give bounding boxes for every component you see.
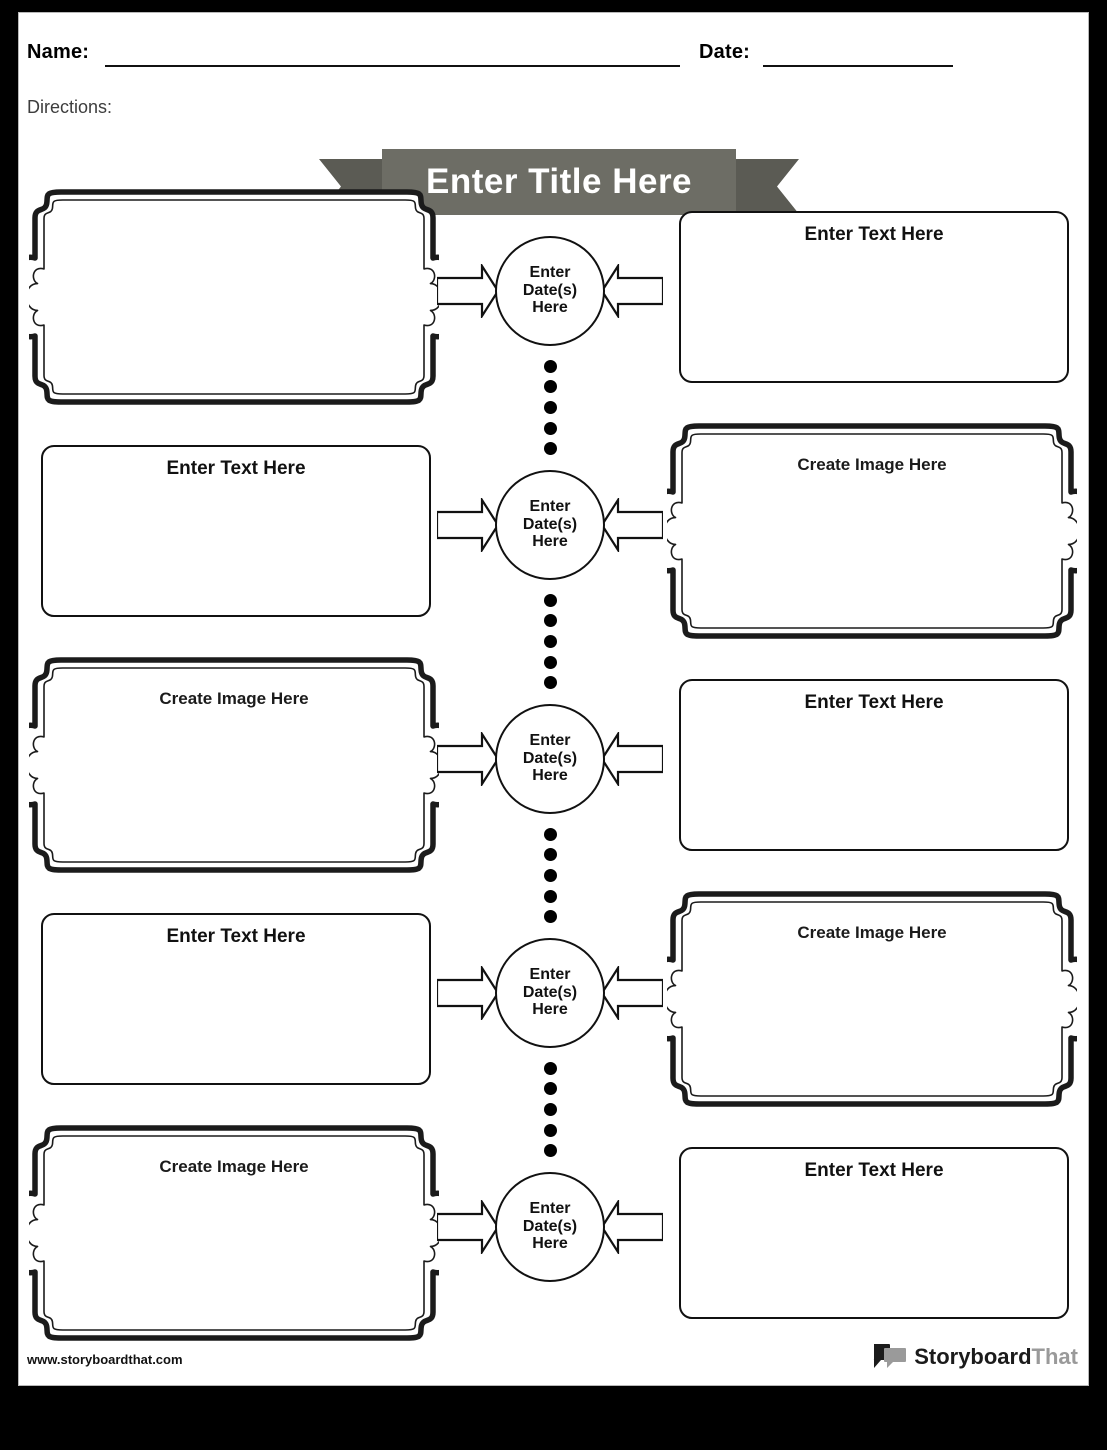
box-label: Create Image Here <box>159 1157 309 1177</box>
box-label: Enter Text Here <box>166 925 306 947</box>
arrow-left-row-1 <box>601 263 663 318</box>
timeline-dot <box>543 442 557 456</box>
timeline-dot <box>543 401 557 414</box>
timeline-dot <box>543 848 557 862</box>
timeline-dot <box>543 889 557 903</box>
arrow-left-row-5 <box>601 1199 663 1254</box>
storyboardthat-logo: StoryboardThat <box>873 1343 1078 1371</box>
date-circle-line: Enter <box>529 1199 571 1217</box>
box-label: Enter Text Here <box>804 691 944 713</box>
date-circle-line: Date(s) <box>522 1217 578 1235</box>
box-label: Create Image Here <box>159 689 309 709</box>
timeline-right-box-row-3[interactable]: Enter Text Here <box>679 678 1069 851</box>
ribbon-band: Enter Title Here <box>382 149 736 215</box>
timeline-left-box-row-2[interactable]: Enter Text Here <box>41 444 431 617</box>
date-circle-line: Enter <box>529 263 571 281</box>
worksheet-title[interactable]: Enter Title Here <box>425 162 693 201</box>
arrow-left-row-3 <box>601 731 663 786</box>
timeline-dot <box>543 1123 557 1137</box>
arrow-right-row-4 <box>437 965 499 1020</box>
timeline-dot <box>543 380 557 394</box>
date-circle-line: Date(s) <box>522 515 578 533</box>
name-input-line[interactable] <box>105 65 680 67</box>
worksheet-header: Name: Date: Directions: <box>19 13 1088 123</box>
timeline-dot <box>543 676 557 690</box>
timeline-left-box-row-5[interactable]: Create Image Here <box>29 1122 439 1344</box>
logo-wordmark: StoryboardThat <box>914 1344 1078 1370</box>
date-circle-line: Date(s) <box>522 983 578 1001</box>
timeline-dot <box>543 359 557 373</box>
timeline-right-box-row-1[interactable]: Enter Text Here <box>679 210 1069 383</box>
date-circle-line: Here <box>532 1001 568 1019</box>
arrow-right-row-1 <box>437 263 499 318</box>
ribbon-tail-right <box>727 159 799 214</box>
date-circle-line: Date(s) <box>522 281 578 299</box>
logo-text-secondary: That <box>1031 1344 1078 1369</box>
date-circle-line: Enter <box>529 731 571 749</box>
title-ribbon[interactable]: Enter Title Here <box>319 149 799 217</box>
box-label: Enter Text Here <box>166 457 306 479</box>
timeline-dot <box>543 635 557 648</box>
arrow-right-row-5 <box>437 1199 499 1254</box>
timeline-dot <box>543 655 557 669</box>
name-label: Name: <box>27 41 90 63</box>
date-circle-line: Here <box>532 299 568 317</box>
date-circle-line: Date(s) <box>522 749 578 767</box>
arrow-right-row-2 <box>437 497 499 552</box>
timeline-right-box-row-2[interactable]: Create Image Here <box>667 420 1077 642</box>
directions-label: Directions: <box>27 97 113 117</box>
timeline-right-box-row-5[interactable]: Enter Text Here <box>679 1146 1069 1319</box>
timeline-dot <box>543 910 557 924</box>
timeline-dot <box>543 1082 557 1096</box>
timeline-dot <box>543 593 557 607</box>
timeline-left-box-row-4[interactable]: Enter Text Here <box>41 912 431 1085</box>
date-circle-line: Here <box>532 533 568 551</box>
box-label: Enter Text Here <box>804 223 944 245</box>
timeline-dot <box>543 421 557 435</box>
timeline-dot <box>543 1144 557 1158</box>
timeline-dot <box>543 869 557 882</box>
arrow-left-row-2 <box>601 497 663 552</box>
worksheet-sheet: Name: Date: Directions: Enter Title Here… <box>18 12 1089 1386</box>
site-url: www.storyboardthat.com <box>27 1352 183 1367</box>
timeline-left-box-row-1[interactable] <box>29 186 439 408</box>
date-circle-line: Enter <box>529 497 571 515</box>
logo-text-primary: Storyboard <box>914 1344 1032 1369</box>
speech-bubbles-icon <box>874 1344 907 1368</box>
arrow-right-row-3 <box>437 731 499 786</box>
box-label: Create Image Here <box>797 455 947 475</box>
box-label: Create Image Here <box>797 923 947 943</box>
timeline-left-box-row-3[interactable]: Create Image Here <box>29 654 439 876</box>
date-circle-line: Here <box>532 767 568 785</box>
date-input-line[interactable] <box>763 65 953 67</box>
timeline-right-box-row-4[interactable]: Create Image Here <box>667 888 1077 1110</box>
date-circle-line: Here <box>532 1235 568 1253</box>
arrow-left-row-4 <box>601 965 663 1020</box>
timeline-dot <box>543 1061 557 1075</box>
date-circle-line: Enter <box>529 965 571 983</box>
timeline-dot <box>543 614 557 628</box>
timeline-dot <box>543 1103 557 1116</box>
timeline-dot <box>543 827 557 841</box>
box-label: Enter Text Here <box>804 1159 944 1181</box>
date-label: Date: <box>699 41 751 63</box>
